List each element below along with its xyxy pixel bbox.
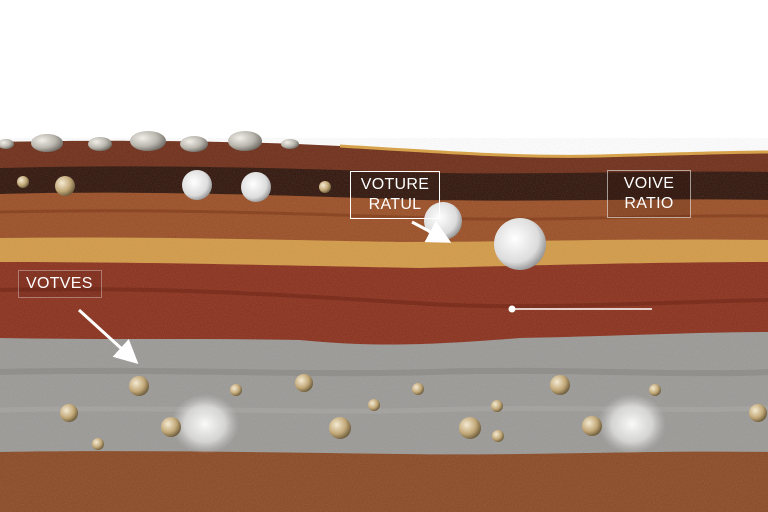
- pebble: [129, 376, 149, 396]
- pebble: [329, 417, 351, 439]
- pebble: [368, 399, 380, 411]
- pebble: [582, 416, 602, 436]
- pebble: [60, 404, 78, 422]
- gravel-voids: [171, 394, 666, 454]
- pebble: [230, 384, 242, 396]
- pebble: [749, 404, 767, 422]
- pebble: [550, 375, 570, 395]
- pebble: [295, 374, 313, 392]
- label-line: VOTVES: [26, 275, 93, 292]
- pebble: [492, 430, 504, 442]
- label-line: RATIO: [624, 195, 674, 212]
- label-line: RATUL: [368, 196, 422, 213]
- surface-pebbles: [0, 131, 299, 152]
- label-line: VOTURE: [360, 176, 430, 193]
- voture-ratul-label: VOTURE RATUL: [350, 171, 440, 219]
- surface-pebble: [31, 134, 63, 152]
- arrow-voture-ratul: [411, 220, 452, 243]
- surface-pebble: [180, 136, 208, 152]
- void-glow: [598, 394, 666, 454]
- surface-pebble: [281, 139, 299, 149]
- pebble: [17, 176, 29, 188]
- gravel-pebbles: [60, 374, 767, 450]
- pebble: [319, 181, 331, 193]
- pebble: [649, 384, 661, 396]
- void-sphere: [494, 218, 546, 270]
- votves-label: VOTVES: [18, 270, 102, 298]
- pebble: [92, 438, 104, 450]
- surface-pebble: [228, 131, 262, 151]
- pebble: [161, 417, 181, 437]
- dark-band-pebbles: [17, 170, 331, 202]
- pebble: [55, 176, 75, 196]
- void-sphere: [241, 172, 271, 202]
- arrow-votves: [77, 308, 139, 365]
- surface-pebble: [130, 131, 166, 151]
- voive-ratio-label: VOIVE RATIO: [607, 170, 691, 218]
- void-sphere: [182, 170, 212, 200]
- void-glow: [171, 394, 239, 454]
- surface-pebble: [0, 139, 14, 149]
- pebble: [491, 400, 503, 412]
- surface-pebble: [88, 137, 112, 151]
- indicator-dot: [508, 305, 516, 313]
- pebble: [412, 383, 424, 395]
- pebble: [459, 417, 481, 439]
- label-line: VOIVE: [623, 175, 675, 192]
- annotations: [77, 220, 652, 365]
